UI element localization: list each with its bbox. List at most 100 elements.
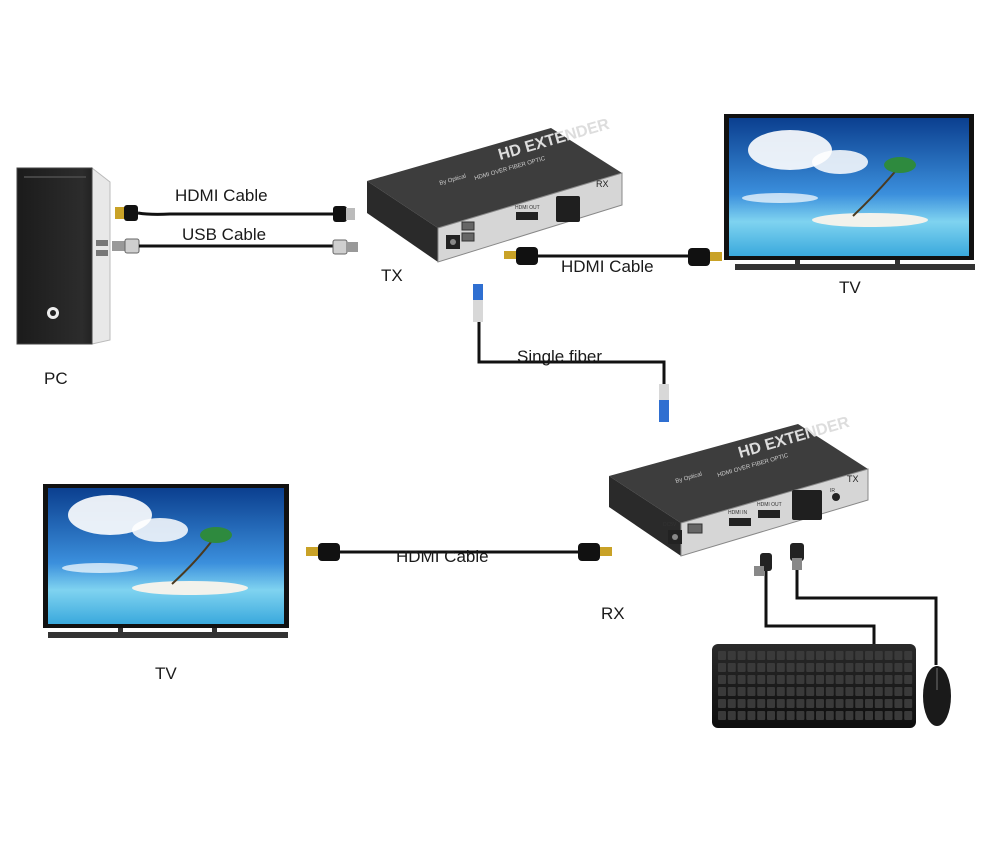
- rx-ir-port: [832, 493, 840, 501]
- keyboard-key: [816, 711, 824, 720]
- keyboard-key: [884, 675, 893, 684]
- keyboard-key: [894, 663, 903, 672]
- keyboard-key: [874, 687, 883, 696]
- keyboard-key: [737, 699, 746, 708]
- keyboard-key: [757, 663, 766, 672]
- keyboard-key: [855, 687, 864, 696]
- keyboard-key: [904, 675, 913, 684]
- single-fiber-cable: [473, 284, 669, 422]
- keyboard-key: [786, 663, 795, 672]
- keyboard-key: [776, 711, 785, 720]
- keyboard-key: [806, 699, 815, 708]
- keyboard-key: [718, 687, 726, 696]
- keyboard-key: [786, 699, 795, 708]
- keyboard-key: [796, 687, 805, 696]
- keyboard-key: [845, 675, 854, 684]
- keyboard-key: [776, 663, 785, 672]
- keyboard-key: [786, 675, 795, 684]
- rx-ir-print: IR: [830, 488, 835, 494]
- pc-usb-cable: [112, 238, 358, 255]
- keyboard-key: [835, 663, 844, 672]
- tx-hdmi-out-port: [516, 212, 538, 220]
- keyboard-key: [757, 711, 766, 720]
- keyboard-key: [874, 651, 883, 660]
- keyboard-key: [796, 675, 805, 684]
- keyboard-key: [835, 675, 844, 684]
- keyboard-key: [796, 663, 805, 672]
- keyboard-key: [786, 651, 795, 660]
- keyboard-key: [796, 711, 805, 720]
- keyboard-key: [825, 699, 834, 708]
- keyboard-key: [727, 663, 736, 672]
- keyboard-key: [835, 711, 844, 720]
- keyboard-key: [747, 687, 756, 696]
- usb-peripheral-cables: [754, 543, 938, 665]
- tx-device: HD EXTENDER HDMI OVER FIBER OPTIC By Opt…: [367, 116, 623, 263]
- single-fiber-label: Single fiber: [517, 347, 603, 366]
- keyboard-key: [894, 687, 903, 696]
- keyboard-key: [874, 663, 883, 672]
- keyboard-key: [845, 687, 854, 696]
- pc-usb-cable-label: USB Cable: [182, 225, 267, 244]
- keyboard-key: [855, 711, 864, 720]
- keyboard-key: [825, 663, 834, 672]
- keyboard-key: [737, 651, 746, 660]
- keyboard-key: [884, 711, 893, 720]
- keyboard-key: [855, 699, 864, 708]
- keyboard-key: [894, 651, 903, 660]
- keyboard-key: [904, 699, 913, 708]
- keyboard-key: [865, 711, 873, 720]
- keyboard-key: [747, 663, 756, 672]
- keyboard-key: [874, 711, 883, 720]
- keyboard-key: [727, 711, 736, 720]
- keyboard-key: [796, 699, 805, 708]
- tx-label: TX: [381, 266, 403, 285]
- keyboard: [712, 644, 916, 728]
- keyboard-key: [865, 651, 873, 660]
- keyboard-key: [757, 675, 766, 684]
- rx-panel-tag: TX: [847, 474, 859, 484]
- keyboard-key: [757, 651, 766, 660]
- rx-tv-hdmi-cable: [306, 543, 612, 561]
- keyboard-key: [776, 699, 785, 708]
- keyboard-key: [816, 675, 824, 684]
- keyboard-key: [884, 663, 893, 672]
- keyboard-key: [825, 687, 834, 696]
- keyboard-key: [718, 699, 726, 708]
- keyboard-key: [747, 699, 756, 708]
- keyboard-key: [767, 675, 775, 684]
- rx-hdmi-out-print: HDMI OUT: [757, 502, 782, 508]
- keyboard-key: [727, 687, 736, 696]
- pc-tower: [16, 166, 111, 345]
- keyboard-key: [718, 663, 726, 672]
- keyboard-key: [904, 711, 913, 720]
- keyboard-key: [786, 711, 795, 720]
- keyboard-key: [835, 687, 844, 696]
- keyboard-key: [845, 663, 854, 672]
- rx-dc-print: DC5V: [663, 522, 677, 528]
- keyboard-key: [855, 675, 864, 684]
- keyboard-key: [786, 687, 795, 696]
- keyboard-key: [884, 687, 893, 696]
- keyboard-key: [767, 651, 775, 660]
- keyboard-key: [816, 663, 824, 672]
- keyboard-key: [767, 663, 775, 672]
- keyboard-key: [904, 687, 913, 696]
- keyboard-key: [904, 651, 913, 660]
- rx-label: RX: [601, 604, 625, 623]
- tx-panel-tag: RX: [596, 179, 609, 189]
- keyboard-key: [894, 675, 903, 684]
- keyboard-key: [884, 699, 893, 708]
- keyboard-key: [767, 699, 775, 708]
- tv-bottom-label: TV: [155, 664, 177, 683]
- keyboard-key: [894, 699, 903, 708]
- keyboard-key: [874, 675, 883, 684]
- keyboard-key: [727, 699, 736, 708]
- keyboard-key: [776, 675, 785, 684]
- keyboard-key: [747, 651, 756, 660]
- rx-device: HD EXTENDER HDMI OVER FIBER OPTIC By Opt…: [609, 414, 869, 557]
- rx-usb-port: [687, 523, 703, 534]
- keyboard-key: [806, 651, 815, 660]
- pc-hdmi-cable-label: HDMI Cable: [175, 186, 268, 205]
